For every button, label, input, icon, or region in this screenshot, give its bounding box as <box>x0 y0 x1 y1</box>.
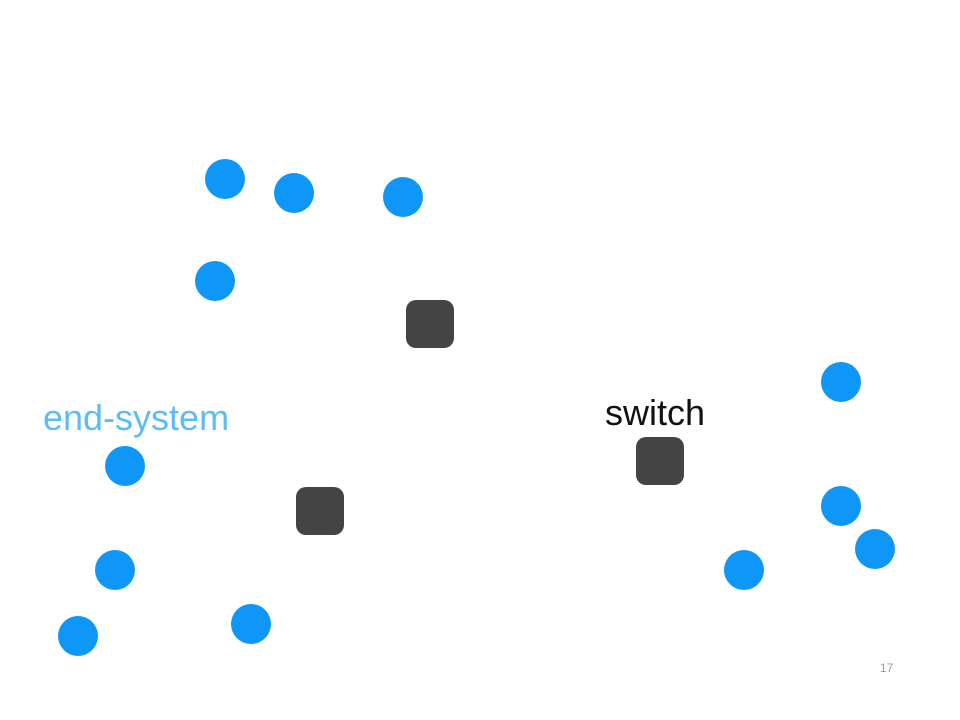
end-system-node <box>383 177 423 217</box>
end-system-node <box>205 159 245 199</box>
switch-node <box>406 300 454 348</box>
end-system-node <box>195 261 235 301</box>
end-system-node <box>95 550 135 590</box>
end-system-node <box>821 362 861 402</box>
end-system-node <box>821 486 861 526</box>
end-system-node <box>855 529 895 569</box>
switch-label: switch <box>605 392 706 433</box>
switch-node <box>296 487 344 535</box>
end-system-node <box>105 446 145 486</box>
page-number: 17 <box>880 661 894 675</box>
switch-node <box>636 437 684 485</box>
end-system-label: end-system <box>43 397 230 438</box>
end-system-node <box>274 173 314 213</box>
end-system-node <box>58 616 98 656</box>
end-system-node <box>231 604 271 644</box>
end-system-node <box>724 550 764 590</box>
